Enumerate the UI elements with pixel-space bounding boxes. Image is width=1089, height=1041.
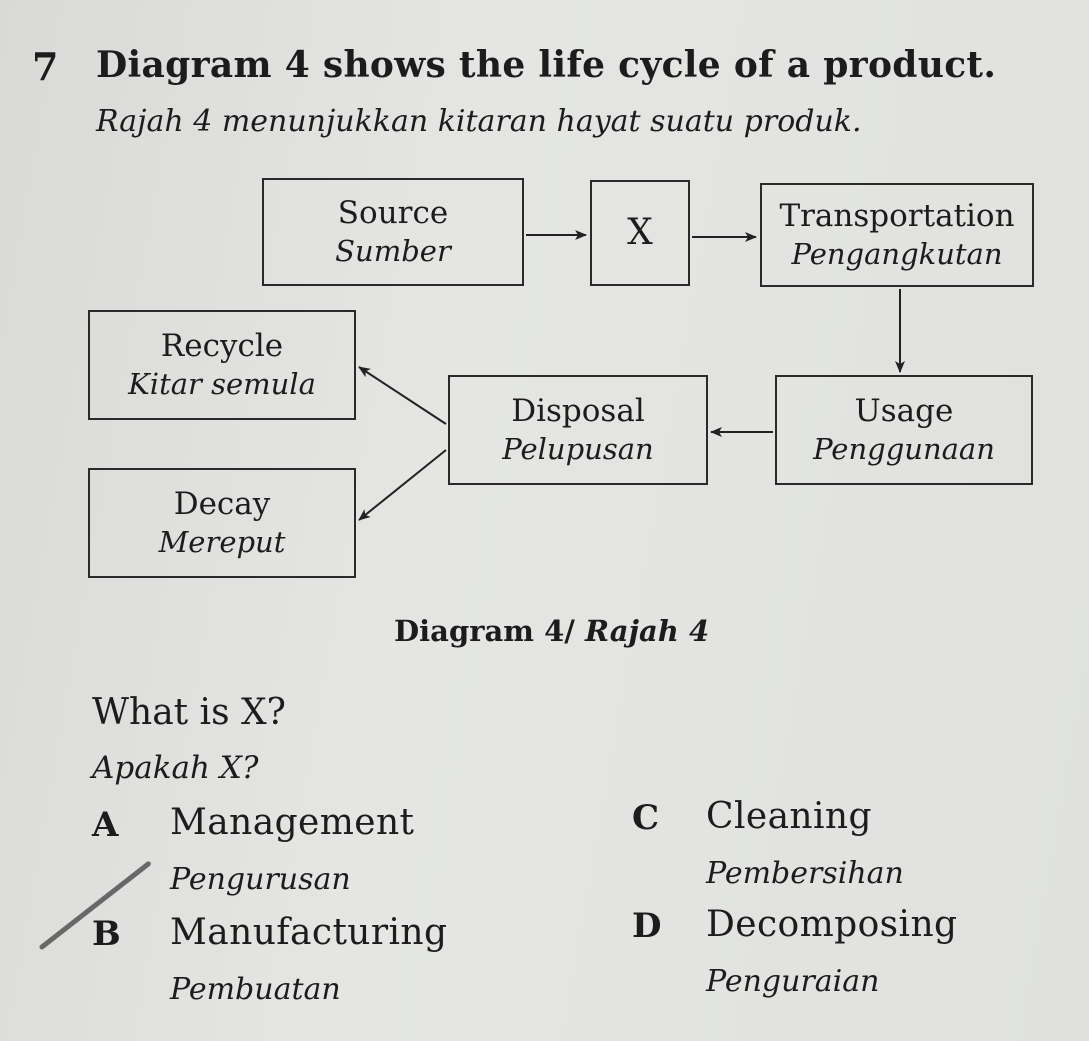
diagram-caption: Diagram 4/ Rajah 4: [394, 614, 709, 648]
transportation-label-en: Transportation: [779, 197, 1015, 234]
prompt-en: What is X?: [92, 692, 286, 733]
source-label-en: Source: [337, 194, 449, 231]
option-c-label-en[interactable]: Cleaning: [706, 796, 872, 837]
question-stem-en: Diagram 4 shows the life cycle of a prod…: [96, 44, 997, 86]
usage-label-ms: Penggunaan: [813, 432, 995, 467]
transportation-box: Transportation Pengangkutan: [760, 183, 1034, 287]
option-b-label-ms: Pembuatan: [170, 972, 341, 1007]
caption-en: Diagram 4/: [394, 614, 575, 648]
x-box: X: [590, 180, 690, 286]
decay-label-en: Decay: [173, 485, 271, 522]
usage-box: Usage Penggunaan: [775, 375, 1033, 485]
recycle-label-en: Recycle: [160, 327, 284, 364]
x-label: X: [627, 211, 653, 253]
recycle-box: Recycle Kitar semula: [88, 310, 356, 420]
decay-box: Decay Mereput: [88, 468, 356, 578]
option-d-letter[interactable]: D: [632, 906, 662, 946]
option-a-label-ms: Pengurusan: [170, 862, 351, 897]
disposal-label-ms: Pelupusan: [502, 432, 654, 467]
caption-ms: Rajah 4: [584, 614, 710, 648]
disposal-label-en: Disposal: [511, 392, 645, 429]
option-b-letter[interactable]: B: [92, 914, 121, 954]
option-c-label-ms: Pembersihan: [706, 856, 904, 891]
option-a-label-en[interactable]: Management: [170, 802, 415, 843]
source-box: Source Sumber: [262, 178, 524, 286]
usage-label-en: Usage: [854, 392, 954, 429]
option-c-letter[interactable]: C: [632, 798, 660, 838]
prompt-ms: Apakah X?: [92, 750, 259, 786]
question-number: 7: [32, 44, 59, 89]
question-stem-ms: Rajah 4 menunjukkan kitaran hayat suatu …: [96, 104, 862, 139]
option-b-label-en[interactable]: Manufacturing: [170, 912, 448, 953]
arrow-disposal-to-decay: [358, 449, 447, 521]
arrow-disposal-to-recycle: [358, 366, 447, 425]
option-d-label-en[interactable]: Decomposing: [706, 904, 958, 945]
recycle-label-ms: Kitar semula: [128, 367, 316, 402]
decay-label-ms: Mereput: [158, 525, 286, 560]
option-a-letter[interactable]: A: [92, 805, 119, 845]
option-d-label-ms: Penguraian: [706, 964, 880, 999]
source-label-ms: Sumber: [335, 234, 451, 269]
disposal-box: Disposal Pelupusan: [448, 375, 708, 485]
transportation-label-ms: Pengangkutan: [791, 237, 1003, 272]
